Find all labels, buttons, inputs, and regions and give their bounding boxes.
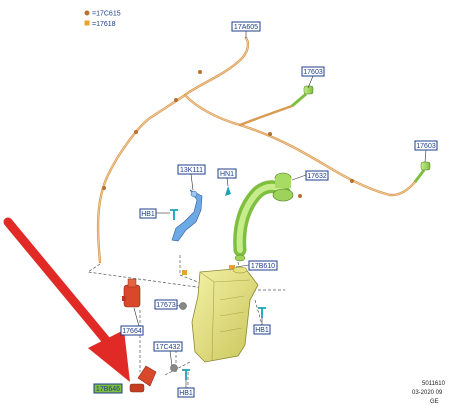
part-label-hb1-bottom: HB1 bbox=[177, 387, 195, 398]
part-label-17c432: 17C432 bbox=[153, 341, 183, 352]
part-label-17603-right: 17603 bbox=[414, 140, 438, 151]
tank-bracket bbox=[171, 189, 203, 242]
svg-text:HB1: HB1 bbox=[255, 327, 269, 334]
reference-info: 5011610 03-2020 09 GE bbox=[412, 381, 446, 405]
part-label-17a605: 17A605 bbox=[231, 21, 261, 32]
washer-nozzle-right bbox=[413, 161, 431, 183]
part-label-17664: 17664 bbox=[120, 325, 144, 336]
svg-text:17C432: 17C432 bbox=[156, 344, 181, 351]
hose-clip bbox=[268, 132, 272, 136]
washer-reservoir bbox=[191, 266, 259, 363]
part-label-hb1-left: HB1 bbox=[139, 208, 157, 219]
svg-text:17A605: 17A605 bbox=[234, 24, 258, 31]
highlight-arrow bbox=[3, 217, 130, 382]
legend-text-square: =17618 bbox=[92, 21, 116, 28]
washer-pump-lower bbox=[129, 365, 157, 393]
svg-text:17B610: 17B610 bbox=[251, 263, 275, 270]
svg-text:17664: 17664 bbox=[122, 328, 142, 335]
hose-clip bbox=[102, 186, 106, 190]
legend-text-circle: =17C615 bbox=[92, 11, 121, 18]
hose-clip bbox=[198, 70, 202, 74]
svg-text:17B646: 17B646 bbox=[96, 386, 120, 393]
svg-text:HB1: HB1 bbox=[179, 390, 193, 397]
leader-lines bbox=[133, 30, 427, 388]
part-label-17b646: 17B646 bbox=[93, 383, 123, 394]
part-label-17632: 17632 bbox=[305, 170, 329, 181]
legend: =17C615 =17618 bbox=[84, 10, 121, 28]
hose-clip bbox=[174, 98, 178, 102]
part-label-17673: 17673 bbox=[154, 299, 178, 310]
svg-text:17603: 17603 bbox=[303, 69, 323, 76]
svg-text:13K111: 13K111 bbox=[180, 167, 203, 174]
legend-circle-marker bbox=[84, 10, 90, 16]
filler-cap-fastener bbox=[298, 194, 302, 198]
washer-nozzle-top bbox=[291, 85, 314, 108]
svg-text:17673: 17673 bbox=[156, 302, 176, 309]
hose-clip bbox=[134, 130, 138, 134]
svg-text:HB1: HB1 bbox=[141, 211, 155, 218]
part-label-17603-top: 17603 bbox=[301, 66, 325, 77]
washer-pump-upper bbox=[122, 278, 141, 308]
washer-hose bbox=[96, 36, 417, 264]
part-label-hb1-right: HB1 bbox=[253, 324, 271, 335]
svg-text:17603: 17603 bbox=[416, 143, 436, 150]
part-label-13k111: 13K111 bbox=[177, 164, 206, 175]
part-label-17b610: 17B610 bbox=[248, 260, 278, 271]
legend-square-marker bbox=[84, 20, 90, 26]
svg-text:17632: 17632 bbox=[307, 173, 327, 180]
reference-date: 03-2020 09 bbox=[412, 390, 443, 396]
reference-number: 5011610 bbox=[422, 381, 446, 387]
filler-neck bbox=[233, 172, 302, 262]
reference-region: GE bbox=[430, 399, 439, 405]
clips bbox=[170, 186, 266, 380]
svg-text:HN1: HN1 bbox=[220, 171, 234, 178]
hose-clip bbox=[350, 179, 354, 183]
part-label-hn1: HN1 bbox=[217, 168, 237, 179]
